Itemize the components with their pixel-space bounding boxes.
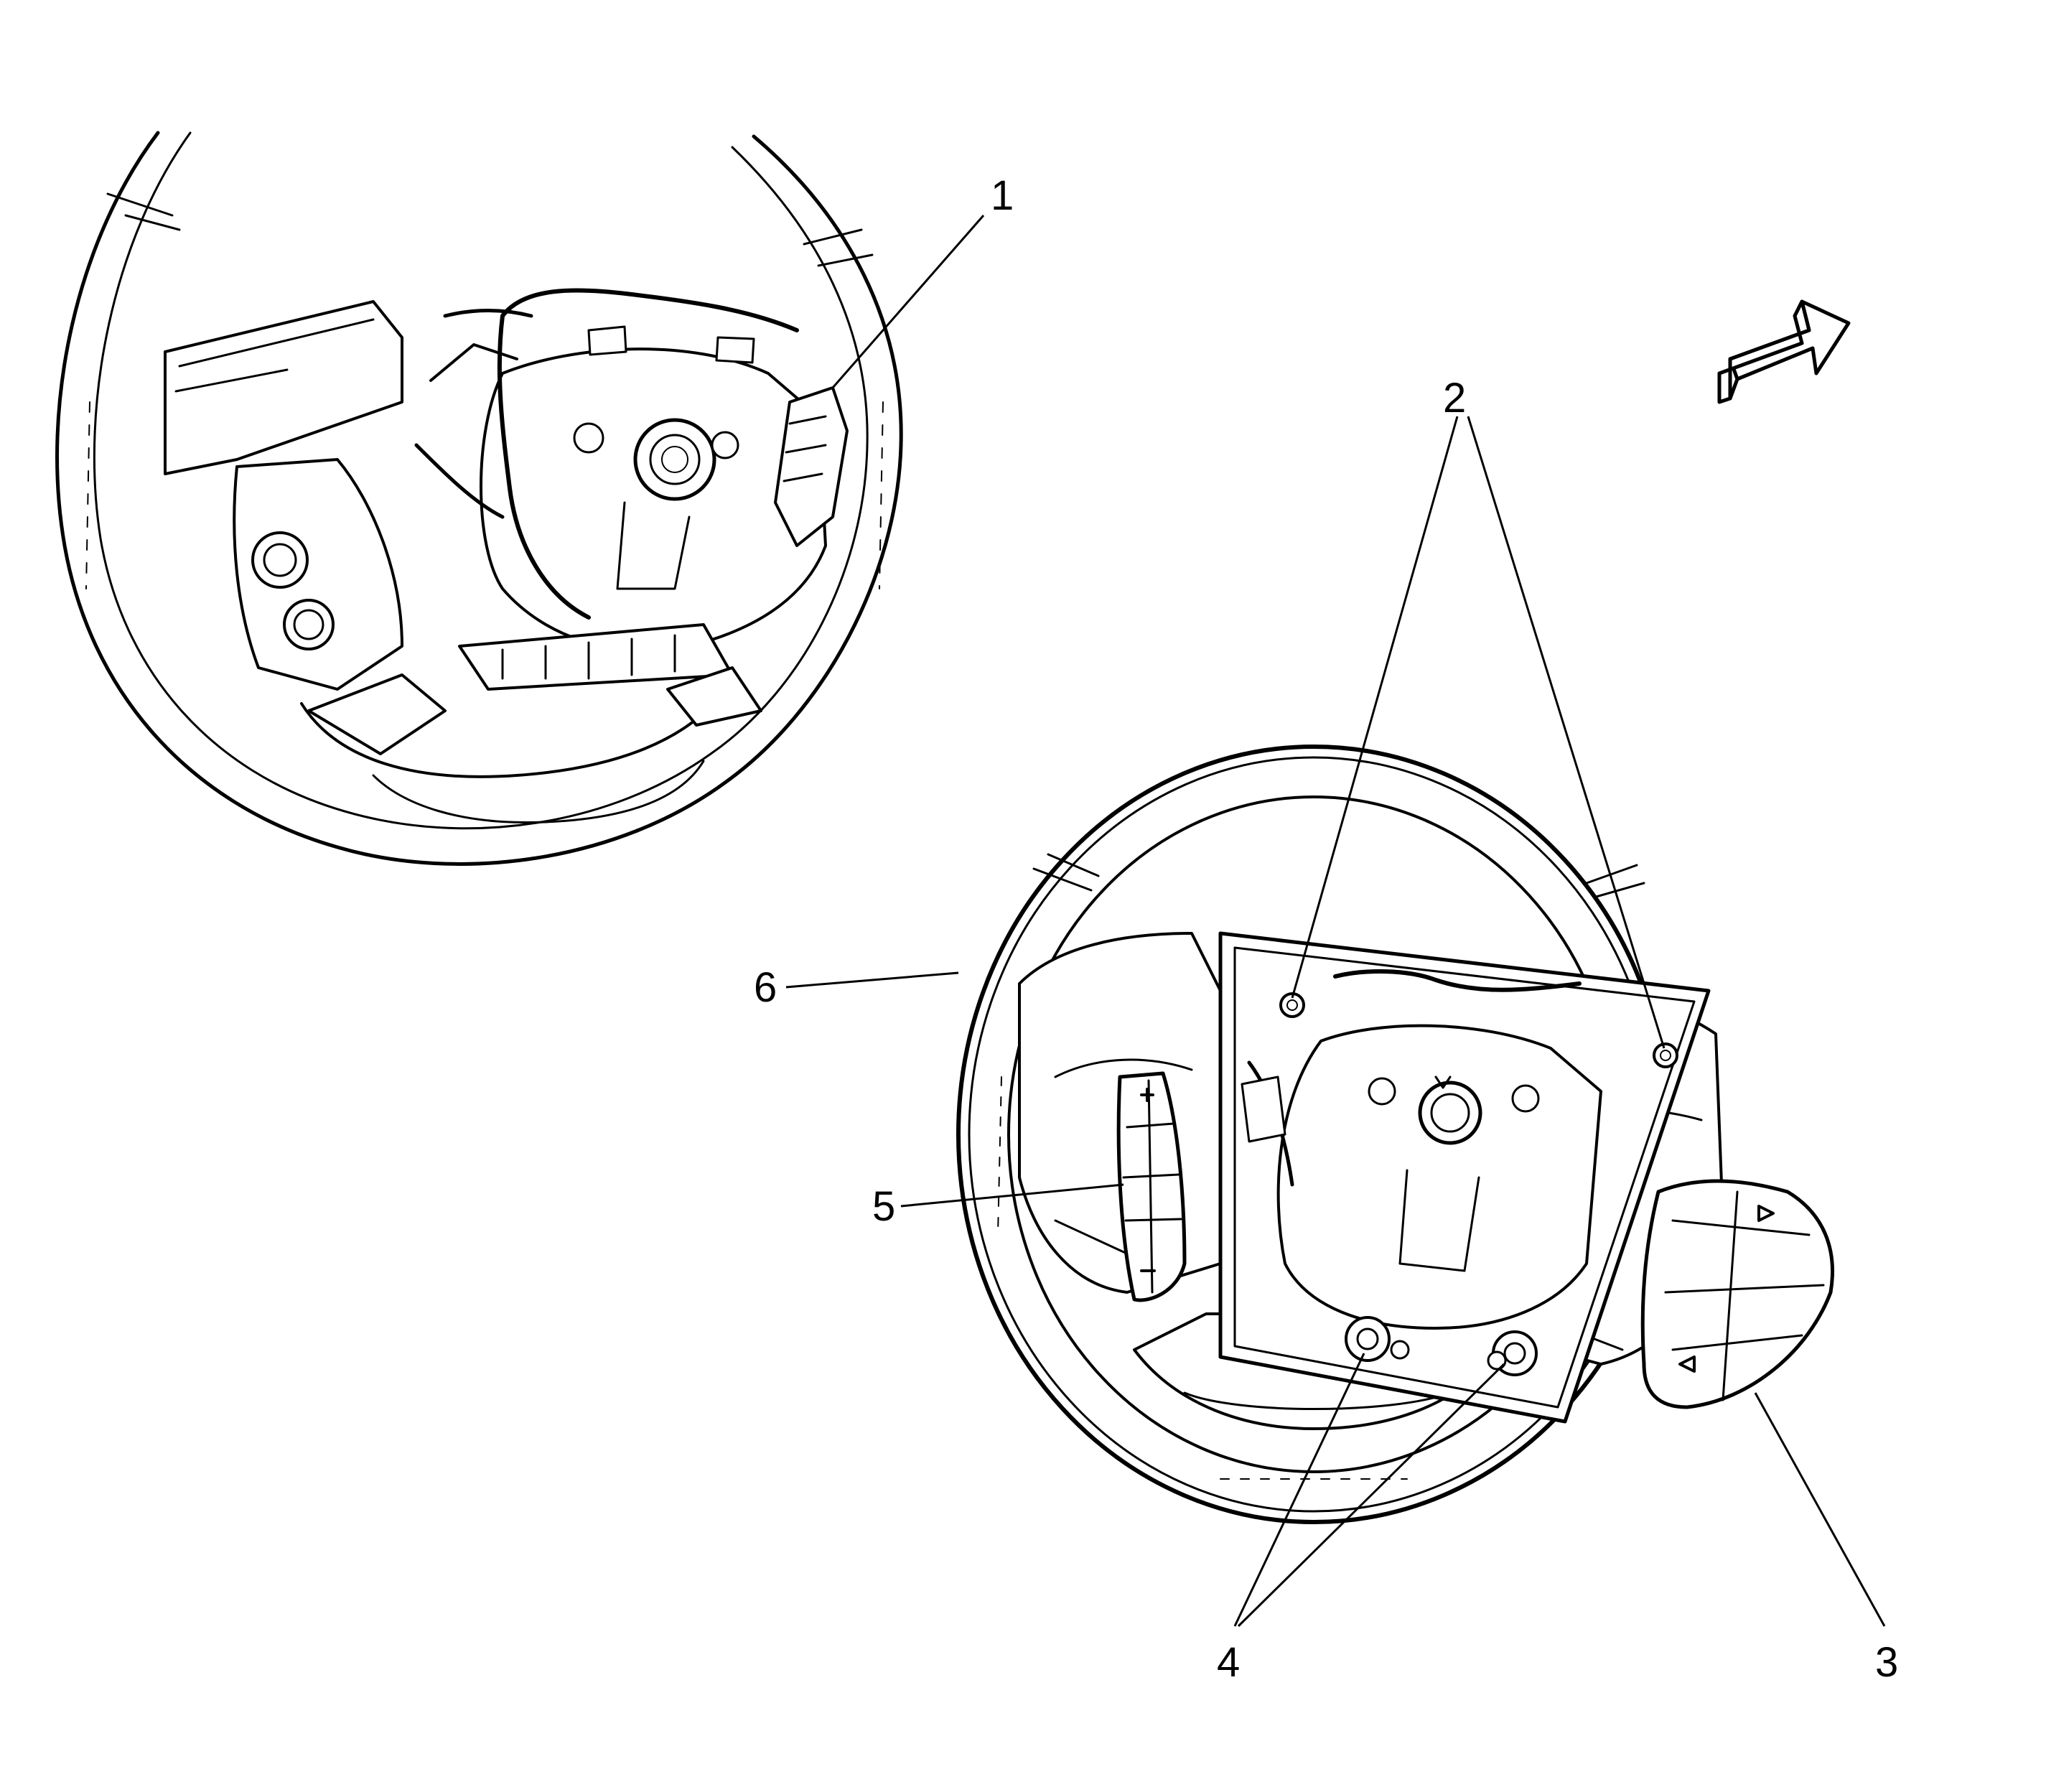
upper-steering-wheel-rear-view	[55, 131, 903, 866]
callout-4: 4	[1217, 1639, 1240, 1686]
callout-2: 2	[1443, 375, 1466, 421]
callout-6: 6	[754, 964, 777, 1011]
callout-5: 5	[872, 1183, 895, 1230]
callout-1: 1	[991, 172, 1014, 219]
orientation-arrow-icon	[1717, 299, 1851, 404]
callout-labels: 1 2 3 4 5 6	[754, 172, 1898, 1686]
lower-steering-wheel-front-view	[956, 745, 1834, 1524]
leader-lines	[785, 215, 1886, 1628]
callout-3: 3	[1875, 1639, 1898, 1686]
